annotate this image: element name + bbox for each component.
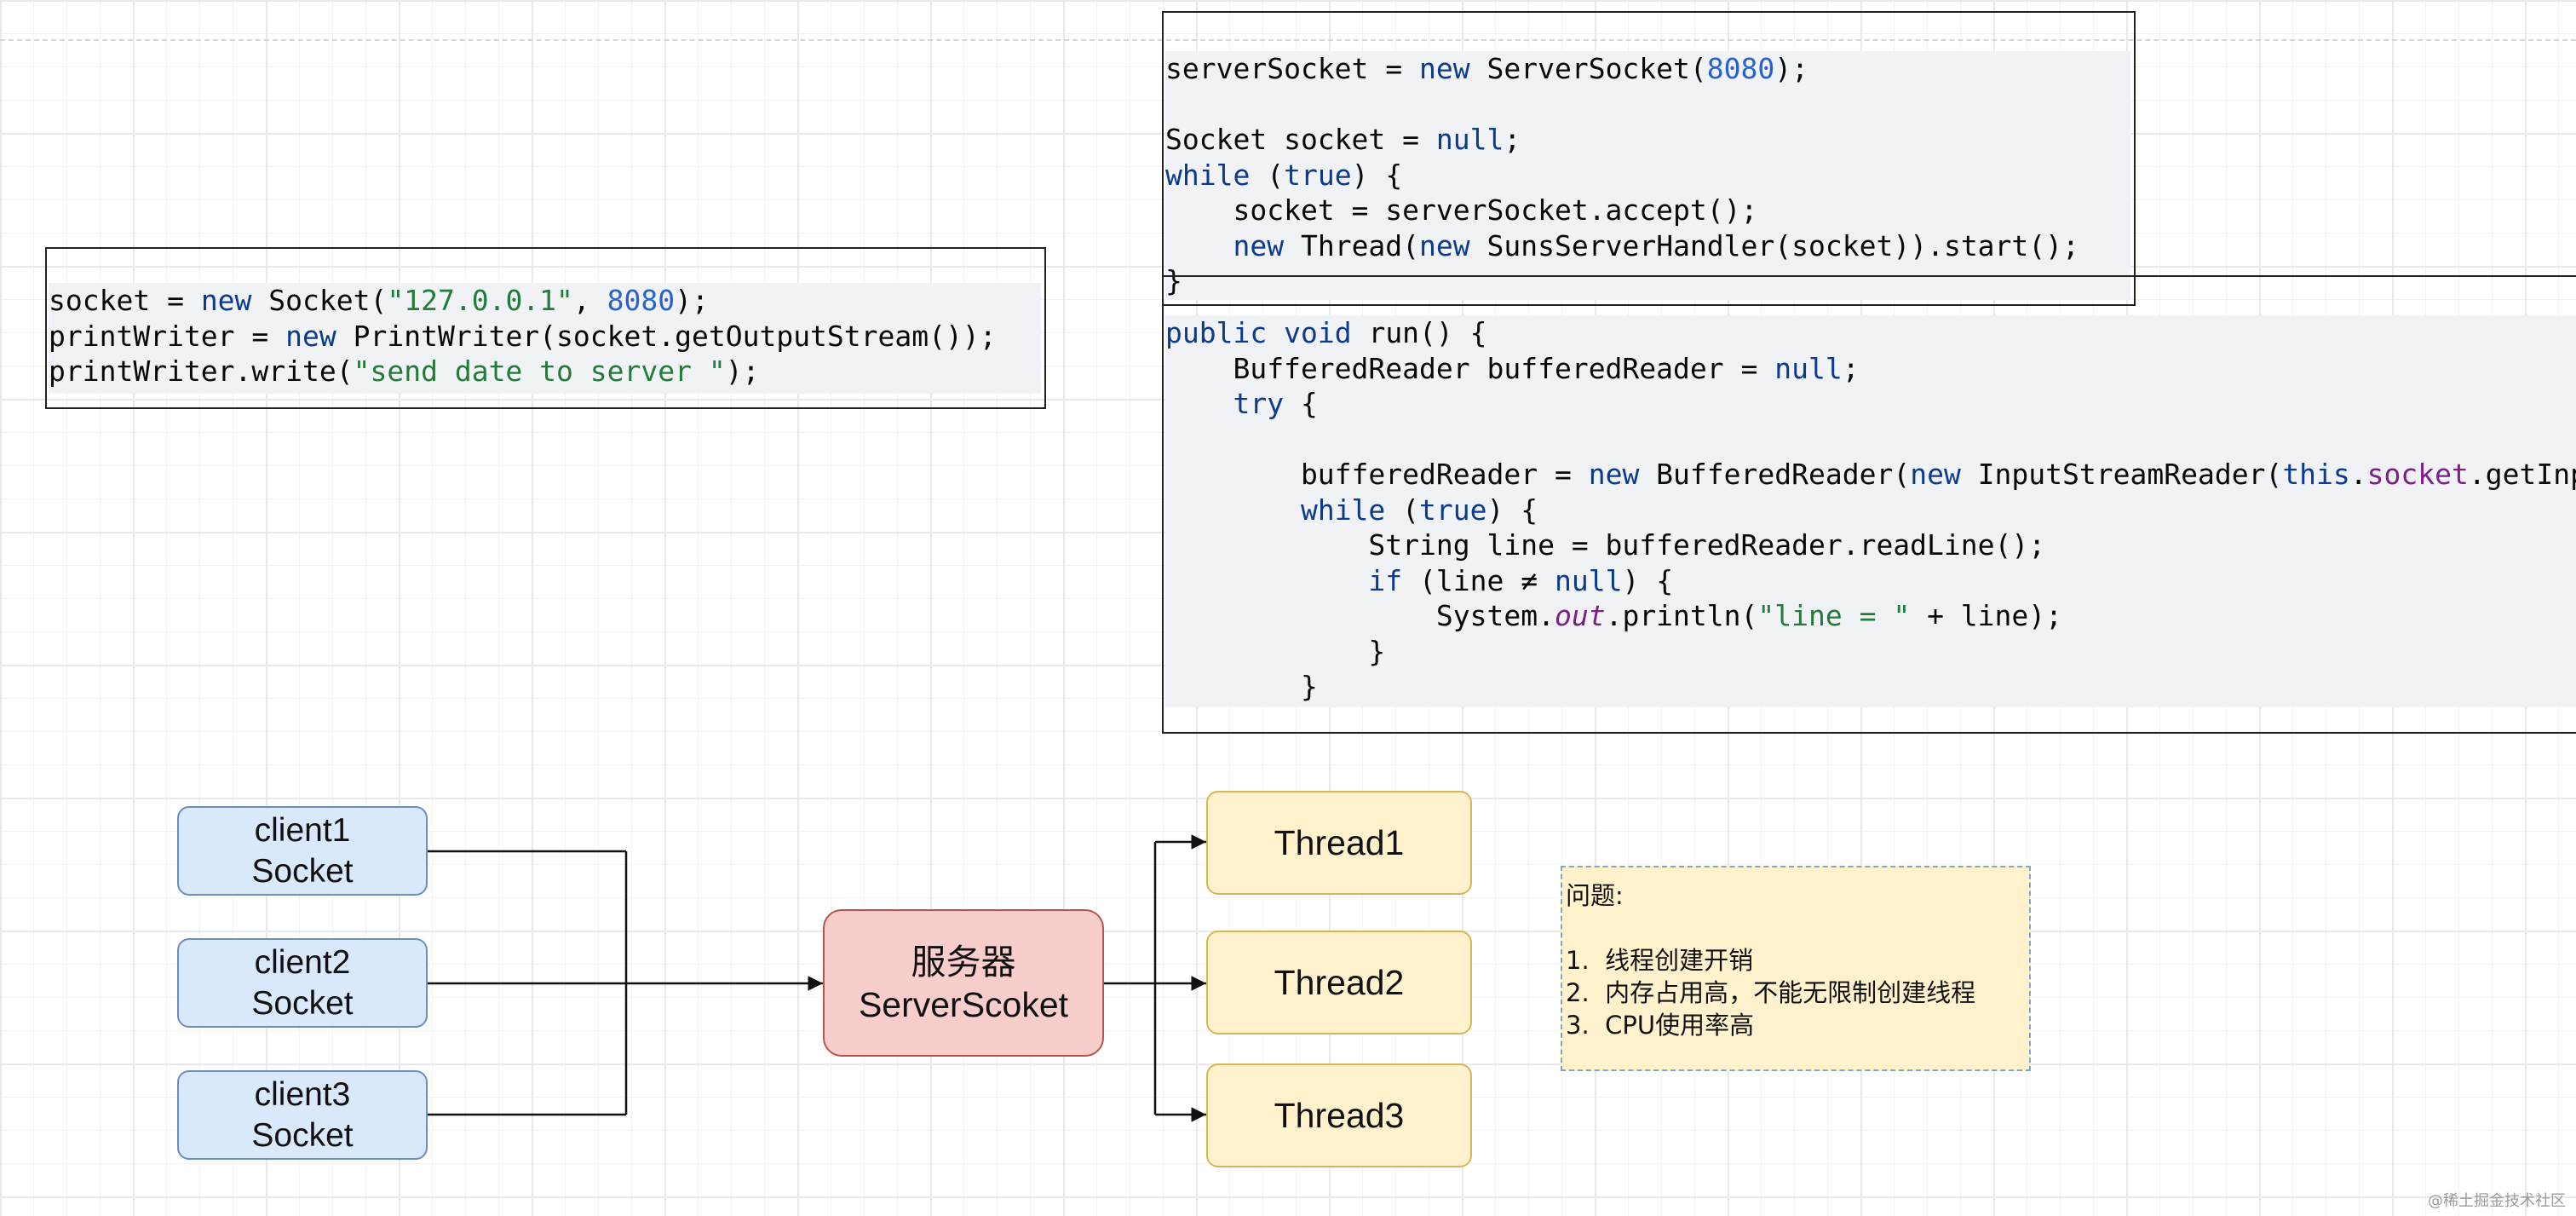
server-code-line-4: socket = serverSocket.accept(); xyxy=(1165,193,1758,227)
client-code-line-2: printWriter = new PrintWriter(socket.get… xyxy=(49,319,997,353)
handler-code-line-3: try { xyxy=(1233,387,1318,420)
problems-note[interactable]: 问题: 1. 线程创建开销 2. 内存占用高，不能无限制创建线程 3. CPU使… xyxy=(1561,866,2031,1071)
client2-sublabel: Socket xyxy=(251,984,354,1022)
server-code: serverSocket = new ServerSocket(8080); S… xyxy=(1165,51,2130,300)
client3-sublabel: Socket xyxy=(251,1116,354,1154)
thread2-label: Thread2 xyxy=(1274,962,1405,1002)
client2-label: client2 xyxy=(254,943,351,981)
server-sublabel: ServerScoket xyxy=(858,984,1069,1024)
canvas-dashed-guide xyxy=(0,39,2576,41)
server-code-box: serverSocket = new ServerSocket(8080); S… xyxy=(1162,11,2136,306)
handler-code-box: public void run() { BufferedReader buffe… xyxy=(1162,275,2576,734)
client-code-line-3: printWriter.write("send date to server "… xyxy=(49,354,760,388)
handler-code-line-4: bufferedReader = new BufferedReader(new … xyxy=(1165,458,2576,491)
note-spacer xyxy=(1566,912,2029,944)
client-code-line-1: socket = new Socket("127.0.0.1", 8080); xyxy=(49,284,709,317)
server-code-line-6: } xyxy=(1165,264,1182,297)
handler-code-line-8: System.out.println("line = " + line); xyxy=(1165,599,2063,632)
handler-code-line-2: BufferedReader bufferedReader = null; xyxy=(1165,351,1860,385)
watermark: @稀土掘金技术社区 xyxy=(2428,1192,2566,1210)
handler-code-line-1: public void run() { xyxy=(1165,316,1487,349)
handler-code-line-6: String line = bufferedReader.readLine(); xyxy=(1165,528,2046,562)
handler-code-line-7: if (line ≠ null) { xyxy=(1368,563,1674,597)
thread3-node[interactable]: Thread3 xyxy=(1206,1063,1472,1167)
client-code-box: socket = new Socket("127.0.0.1", 8080); … xyxy=(45,247,1046,409)
client2-socket-node[interactable]: client2 Socket xyxy=(177,938,428,1028)
client1-label: client1 xyxy=(254,811,351,849)
server-label: 服务器 xyxy=(911,942,1016,982)
thread2-node[interactable]: Thread2 xyxy=(1206,931,1472,1034)
client1-socket-node[interactable]: client1 Socket xyxy=(177,806,428,896)
thread1-node[interactable]: Thread1 xyxy=(1206,791,1472,895)
note-item-2: 2. 内存占用高，不能无限制创建线程 xyxy=(1566,978,1976,1007)
thread1-label: Thread1 xyxy=(1274,822,1405,862)
server-code-line-1: serverSocket = new ServerSocket(8080); xyxy=(1165,52,1809,85)
handler-code-line-9: } xyxy=(1165,634,1386,668)
client3-socket-node[interactable]: client3 Socket xyxy=(177,1070,428,1160)
client-code: socket = new Socket("127.0.0.1", 8080); … xyxy=(49,283,1041,394)
note-item-3: 3. CPU使用率高 xyxy=(1566,1011,1755,1040)
thread3-label: Thread3 xyxy=(1274,1095,1405,1135)
note-title: 问题: xyxy=(1566,881,1624,910)
server-code-line-3: while (true) { xyxy=(1165,158,1403,192)
handler-code-line-10: } xyxy=(1165,670,1318,703)
handler-code-line-5: while (true) { xyxy=(1300,493,1538,527)
handler-code: public void run() { BufferedReader buffe… xyxy=(1165,315,2576,707)
server-code-line-5: new Thread(new SunsServerHandler(socket)… xyxy=(1233,228,2079,262)
server-code-line-2: Socket socket = null; xyxy=(1165,123,1521,156)
client1-sublabel: Socket xyxy=(251,852,354,890)
client3-label: client3 xyxy=(254,1075,351,1113)
server-node[interactable]: 服务器 ServerScoket xyxy=(823,909,1104,1057)
note-item-1: 1. 线程创建开销 xyxy=(1566,946,1754,975)
